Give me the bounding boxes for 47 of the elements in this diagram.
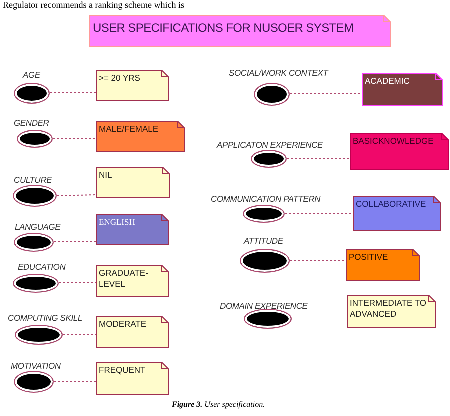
attribute-label: AGE <box>23 70 40 80</box>
attribute-label: DOMAIN EXPERIENCE <box>220 301 308 311</box>
connector-line <box>56 194 96 196</box>
figure-caption: Figure 3. User specification. <box>172 400 266 409</box>
note-box <box>96 265 169 297</box>
note-text: FREQUENT <box>98 364 147 376</box>
connector-line <box>62 334 96 336</box>
note-text: MALE/FEMALE <box>98 123 160 135</box>
note-box <box>96 121 185 152</box>
attribute-label: COMMUNICATION PATTERN <box>211 194 321 204</box>
note-text: COLLABORATIVE <box>355 198 428 210</box>
note-box <box>96 214 169 245</box>
note-box <box>350 133 449 170</box>
attribute-label: SOCIAL/WORK CONTEXT <box>229 68 328 78</box>
attribute-label: APPLICATON EXPERIENCE <box>217 140 324 150</box>
note-box <box>346 249 420 281</box>
note-box <box>96 167 170 198</box>
attribute-label: GENDER <box>14 118 50 128</box>
connector-line <box>52 138 96 140</box>
connector-line <box>50 92 96 94</box>
note-text: >= 20 YRS <box>98 72 142 84</box>
note-text: ENGLISH <box>98 216 136 228</box>
attribute-label: CULTURE <box>14 175 52 185</box>
note-box <box>96 316 169 348</box>
connector-line <box>286 158 350 160</box>
note-box <box>96 70 169 101</box>
note-text: NIL <box>98 169 114 181</box>
note-text: GRADUATE-LEVEL <box>98 267 150 290</box>
body-text: Regulator recommends a ranking scheme which is <box>3 0 184 11</box>
note-box <box>353 196 441 231</box>
note-text: INTERMEDIATE TO ADVANCED <box>349 297 428 320</box>
attribute-label: EDUCATION <box>18 262 66 272</box>
note-box <box>362 73 443 106</box>
note-box <box>347 295 436 328</box>
title-text: USER SPECIFICATIONS FOR NUSOER SYSTEM <box>92 20 355 36</box>
note-text: ACADEMIC <box>364 75 411 87</box>
attribute-label: LANGUAGE <box>15 222 61 232</box>
attribute-label: MOTIVATION <box>11 361 61 371</box>
note-box <box>96 362 169 395</box>
title-note <box>89 15 391 47</box>
connector-line <box>290 260 346 262</box>
connector-line <box>58 282 96 284</box>
note-text: BASICKNOWLEDGE <box>352 135 435 147</box>
attribute-label: ATTITUDE <box>244 236 284 246</box>
note-text: POSITIVE <box>348 251 390 263</box>
attribute-label: COMPUTING SKILL <box>8 313 82 323</box>
note-text: MODERATE <box>98 318 148 330</box>
